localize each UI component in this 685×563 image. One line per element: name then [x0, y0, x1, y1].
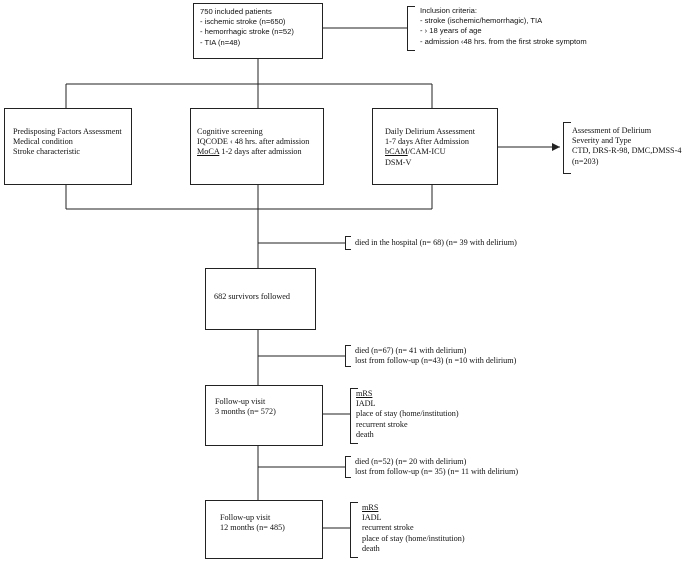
inclusion-title: Inclusion criteria:	[420, 6, 477, 15]
included-item-hemorrhagic: - hemorrhagic stroke (n=52)	[200, 27, 294, 37]
predisposing-stroke: Stroke characteristic	[13, 147, 81, 157]
fu3-outcome-recurrent: recurrent stroke	[356, 419, 408, 429]
fu3-outcome-place: place of stay (home/institution)	[356, 409, 459, 419]
delirium-severity: Assessment of Delirium Severity and Type…	[572, 126, 681, 167]
loss2-bracket	[345, 456, 351, 478]
delirium-tools: bCAM/CAM-ICU	[385, 147, 475, 157]
loss1-text: died (n=67) (n= 41 with delirium) lost f…	[355, 346, 516, 366]
inclusion-item-stroke: - stroke (ischemic/hemorrhagic), TIA	[420, 16, 543, 26]
severity-type: Severity and Type	[572, 136, 632, 146]
included-item-tia: - TIA (n=48)	[200, 37, 241, 47]
included-patients-title: 750 included patients	[200, 7, 272, 16]
fu12-title: Follow-up visit	[220, 513, 271, 522]
loss1-bracket	[345, 345, 351, 367]
included-item-ischemic: - ischemic stroke (n=650)	[200, 17, 286, 27]
inclusion-bracket	[407, 6, 415, 51]
fu12-outcome-place: place of stay (home/institution)	[362, 533, 465, 543]
fu3-count: 3 months (n= 572)	[215, 407, 276, 417]
cognitive-screening-box: Cognitive screening IQCODE ‹ 48 hrs. aft…	[190, 108, 324, 185]
daily-delirium-box: Daily Delirium Assessment 1-7 days After…	[372, 108, 498, 185]
fu12-outcomes: mRS IADL recurrent stroke place of stay …	[362, 503, 465, 554]
followup-12-months-box: Follow-up visit 12 months (n= 485)	[205, 500, 323, 559]
fu3-outcome-death: death	[356, 429, 374, 439]
fu12-outcomes-bracket	[350, 502, 358, 558]
moca-label: MoCA	[197, 147, 220, 157]
fu3-title: Follow-up visit	[215, 397, 266, 406]
loss2-died: died (n=52) (n= 20 with delirium)	[355, 457, 467, 466]
delirium-dsm: DSM-V	[385, 157, 412, 167]
predisposing-medical: Medical condition	[13, 137, 73, 147]
cognitive-iqcode: IQCODE ‹ 48 hrs. after admission	[197, 137, 310, 147]
cam-icu-label: /CAM-ICU	[407, 147, 446, 157]
cognitive-title: Cognitive screening	[197, 127, 263, 136]
predisposing-title: Predisposing Factors Assessment	[13, 127, 122, 136]
fu12-outcome-iadl: IADL	[362, 513, 382, 523]
predisposing-factors-box: Predisposing Factors Assessment Medical …	[4, 108, 132, 185]
delirium-title: Daily Delirium Assessment	[385, 127, 476, 136]
fu3-outcome-iadl: IADL	[356, 399, 376, 409]
fu3-outcome-mrs: mRS	[356, 389, 373, 398]
survivors-text: 682 survivors followed	[214, 292, 290, 301]
severity-count: (n=203)	[572, 156, 599, 166]
loss1-died: died (n=67) (n= 41 with delirium)	[355, 346, 467, 355]
fu12-outcome-death: death	[362, 543, 380, 553]
fu3-outcomes-bracket	[350, 388, 358, 444]
cognitive-moca: MoCA 1-2 days after admission	[197, 147, 309, 157]
loss2-text: died (n=52) (n= 20 with delirium) lost f…	[355, 457, 518, 477]
survivors-box: 682 survivors followed	[205, 268, 316, 330]
died-hospital-bracket	[345, 236, 351, 250]
inclusion-item-age: - › 18 years of age	[420, 26, 482, 36]
moca-timing: 1-2 days after admission	[219, 147, 302, 157]
inclusion-criteria: Inclusion criteria: - stroke (ischemic/h…	[420, 6, 587, 47]
fu3-outcomes: mRS IADL place of stay (home/institution…	[356, 389, 459, 440]
bcam-label: bCAM	[385, 147, 408, 157]
severity-tools: CTD, DRS-R-98, DMC,DMSS-4	[572, 146, 682, 156]
fu12-count: 12 months (n= 485)	[220, 523, 285, 533]
loss1-lost: lost from follow-up (n=43) (n =10 with d…	[355, 356, 517, 366]
loss2-lost: lost from follow-up (n= 35) (n= 11 with …	[355, 467, 519, 477]
severity-title: Assessment of Delirium	[572, 126, 652, 135]
delirium-days: 1-7 days After Admission	[385, 137, 469, 147]
inclusion-item-admission: - admission ‹48 hrs. from the first stro…	[420, 36, 587, 46]
fu12-outcome-mrs: mRS	[362, 503, 379, 512]
followup-3-months-box: Follow-up visit 3 months (n= 572)	[205, 385, 323, 446]
included-patients-box: 750 included patients - ischemic stroke …	[193, 3, 323, 59]
severity-bracket	[563, 122, 571, 174]
died-hospital-text: died in the hospital (n= 68) (n= 39 with…	[355, 238, 517, 247]
fu12-outcome-recurrent: recurrent stroke	[362, 523, 414, 533]
